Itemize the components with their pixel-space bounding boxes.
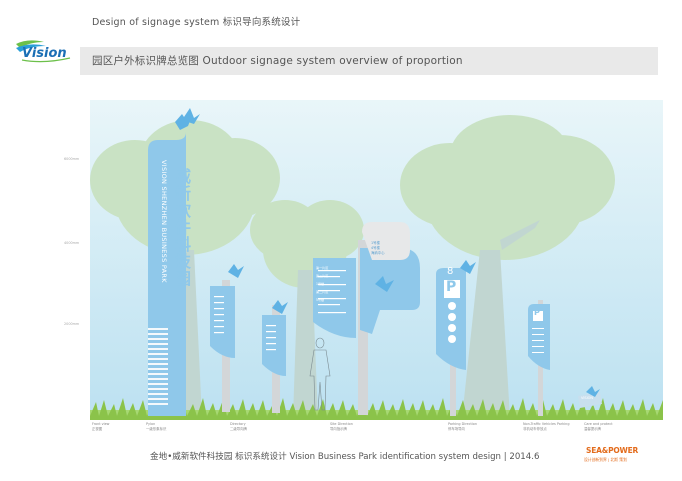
- logo-text: Vision: [22, 46, 67, 61]
- parking-letter: P: [446, 279, 457, 295]
- vision-logo: Vision: [14, 38, 76, 64]
- sign-line: 第一片区: [316, 266, 329, 270]
- pylon-chinese-text: 威新软件科技园: [172, 168, 191, 287]
- scale-mark-top: 6000mm: [64, 157, 80, 161]
- big-sign-lines: 第一片区 第二片区 1号楼 第二片区 5号楼: [316, 264, 328, 304]
- human-silhouette: [309, 337, 331, 411]
- tree-right: [400, 115, 615, 418]
- big-sign-header: 1号楼 4号楼 海纳中心: [371, 241, 385, 256]
- header-line: 海纳中心: [371, 251, 385, 255]
- ground-sign-text: VISION: [581, 396, 594, 400]
- small-parking-letter: P: [534, 308, 540, 317]
- scale-mark-middle: 4000mm: [64, 241, 80, 245]
- bird-icon: [175, 114, 192, 130]
- footer-text: 金地•威新软件科技园 标识系统设计 Vision Business Park i…: [150, 452, 540, 462]
- grass: [90, 398, 663, 420]
- scale-area: 6000mm 4000mm 2000mm: [64, 95, 88, 425]
- site-direction-sign: [313, 222, 420, 415]
- bicycle-parking-sign: [528, 300, 550, 416]
- bird-icon: [460, 260, 476, 274]
- brand-subtitle: 设计创新到界 | 北斯 策划: [584, 457, 627, 462]
- directory-sign-left: [210, 264, 244, 412]
- bird-icon: [586, 386, 600, 397]
- bird-icon: [375, 276, 394, 292]
- bird-icon: [228, 264, 244, 278]
- sign-line: 5号楼: [316, 298, 325, 302]
- scale-mark-bottom: 2000mm: [64, 322, 80, 326]
- section-bar: [80, 47, 658, 75]
- header-title: Design of signage system 标识导向系统设计: [92, 17, 301, 28]
- parking-number: 8: [447, 266, 454, 277]
- header-line: 4号楼: [371, 246, 380, 250]
- brand-logo: SEA&POWER: [586, 446, 639, 455]
- header-line: 1号楼: [371, 241, 380, 245]
- sign-line: 第二片区: [316, 274, 329, 278]
- pylon-english-text: VISION SHENZHEN BUSINESS PARK: [160, 160, 168, 283]
- sign-line: 第二片区: [316, 290, 329, 294]
- bird-icon: [272, 300, 288, 314]
- signage-scene: VISION SHENZHEN BUSINESS PARK 威新软件科技园 8 …: [90, 100, 663, 420]
- care-sign: [578, 386, 602, 408]
- sign-line: 1号楼: [316, 282, 325, 286]
- parking-sign: [436, 260, 476, 416]
- directory-sign-right: [262, 300, 288, 413]
- main-pylon-sign: [148, 108, 200, 416]
- section-title: 园区户外标识牌总览图 Outdoor signage system overvi…: [92, 55, 463, 67]
